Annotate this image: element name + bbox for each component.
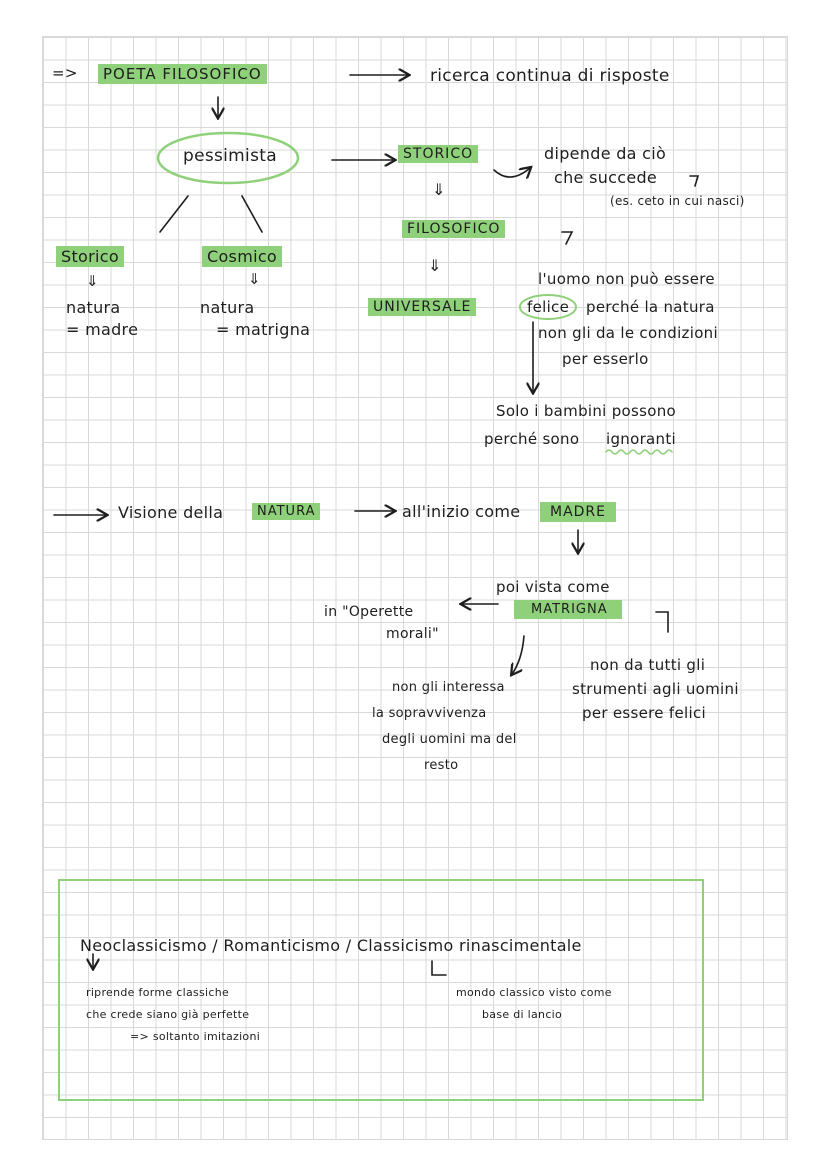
natura-caps-label: NATURA — [252, 503, 321, 520]
cosmico-label: Cosmico — [202, 246, 283, 267]
interessa-line-1: non gli interessa — [392, 680, 505, 695]
uomo-line-1: l'uomo non può essere — [538, 270, 715, 288]
felice-ellipse — [519, 294, 577, 320]
inizio-text: all'inizio come — [402, 502, 521, 521]
bracket-succede — [689, 175, 700, 187]
operette-line-1: in "Operette — [324, 604, 414, 620]
non-da-line-1: non da tutti gli — [590, 656, 706, 674]
branch-cosmico — [241, 195, 263, 233]
branch-storico — [159, 195, 189, 233]
bracket-matrigna — [655, 611, 669, 633]
natura-1: natura — [66, 298, 121, 317]
double-arrow-2: ⇓ — [428, 256, 442, 275]
filosofico-label: FILOSOFICO — [402, 220, 506, 238]
uomo-line-4: per esserlo — [562, 350, 649, 368]
double-arrow-1: ⇓ — [432, 180, 446, 199]
uomo-line-3: non gli da le condizioni — [538, 324, 718, 342]
madre-caps-label: MADRE — [540, 502, 617, 522]
matrigna-text: = matrigna — [216, 320, 311, 339]
neo-line-3: => soltanto imitazioni — [130, 1030, 261, 1043]
dipende-line-3: (es. ceto in cui nasci) — [610, 194, 745, 208]
down-arrow-storico: ⇓ — [86, 272, 99, 290]
summary-box — [58, 879, 704, 1101]
interessa-line-2: la sopravvivenza — [372, 706, 487, 721]
neo-line-1: riprende forme classiche — [86, 986, 230, 999]
ricerca-text: ricerca continua di risposte — [430, 66, 670, 86]
poeta-filosofico-label: POETA FILOSOFICO — [98, 64, 267, 84]
rin-line-1: mondo classico visto come — [456, 986, 612, 999]
interessa-line-3: degli uomini ma del — [382, 732, 517, 747]
ignoranti-word: ignoranti — [606, 430, 676, 448]
neo-line-2: che crede siano già perfette — [86, 1008, 250, 1021]
universale-label: UNIVERSALE — [368, 298, 477, 316]
arrow-matrigna-interessa — [512, 635, 525, 674]
poi-vista-text: poi vista come — [496, 578, 610, 596]
bambini-line-1: Solo i bambini possono — [496, 402, 676, 420]
storico-caps-label: STORICO — [398, 145, 479, 163]
arrow-curve-dipende — [493, 168, 530, 177]
natura-2: natura — [200, 298, 255, 317]
non-da-line-3: per essere felici — [582, 704, 706, 722]
dipende-line-2: che succede — [554, 168, 658, 187]
bracket-filosofico — [561, 231, 574, 245]
madre-text: = madre — [66, 320, 139, 339]
box-heading: Neoclassicismo / Romanticismo / Classici… — [80, 936, 582, 955]
uomo-line-2: perché la natura — [586, 298, 715, 316]
matrigna-caps-label: MATRIGNA — [514, 600, 622, 619]
operette-line-2: morali" — [386, 626, 439, 642]
pessimista-ellipse — [156, 131, 300, 185]
non-da-line-2: strumenti agli uomini — [572, 680, 739, 698]
visione-text: Visione della — [118, 503, 224, 522]
down-arrow-cosmico: ⇓ — [248, 270, 261, 288]
dipende-line-1: dipende da ciò — [544, 144, 667, 163]
arrow-rin-hook — [431, 960, 447, 976]
bambini-line-2: perché sono — [484, 430, 580, 448]
arrow-prefix: => — [52, 64, 78, 82]
ignoranti-underline — [605, 449, 673, 455]
storico-label: Storico — [56, 246, 124, 267]
interessa-line-4: resto — [424, 758, 459, 773]
pessimista-label: pessimista — [183, 146, 277, 166]
rin-line-2: base di lancio — [482, 1008, 563, 1021]
felice-word: felice — [527, 298, 570, 316]
